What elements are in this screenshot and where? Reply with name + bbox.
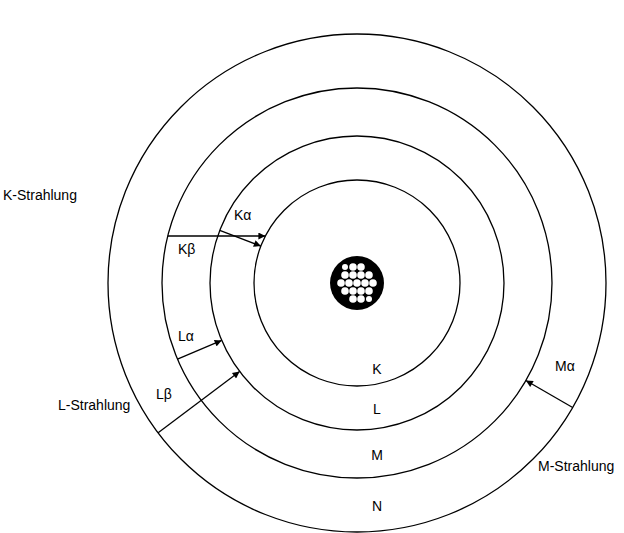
- transition-arrow: [220, 230, 261, 246]
- nucleon: [365, 271, 373, 279]
- label-holder: L-Strahlung: [58, 397, 130, 414]
- shell-letter: K: [372, 361, 381, 378]
- electron-shell: NMLK: [107, 33, 607, 533]
- nucleon: [349, 271, 357, 279]
- shell-circle: [254, 180, 460, 386]
- label-holder: Lα: [178, 328, 194, 345]
- nucleon: [337, 279, 345, 287]
- shell-outline: [253, 179, 461, 387]
- nucleon: [366, 296, 372, 302]
- shell-letter: M: [371, 447, 383, 464]
- nucleus-body: [330, 256, 384, 310]
- nucleon: [341, 287, 349, 295]
- label-holder: Mα: [555, 358, 575, 375]
- label-holder: K-Strahlung: [3, 187, 77, 204]
- transition-arrow: [168, 235, 266, 236]
- shell-letter: N: [372, 498, 382, 515]
- electron-shell: K: [253, 179, 461, 387]
- transition-label: Mα: [555, 358, 575, 375]
- series-label: L-Strahlung: [58, 397, 130, 414]
- label-holder: Kβ: [178, 241, 195, 258]
- nucleons: [337, 263, 377, 303]
- series-label: M-Strahlung: [538, 458, 614, 475]
- electron-shell: MLK: [161, 87, 553, 479]
- transition-label: Kα: [234, 207, 251, 224]
- shell-letter: L: [373, 401, 381, 418]
- shell-circle: [108, 34, 606, 532]
- transition-label: Lβ: [156, 386, 172, 403]
- nucleon: [357, 295, 365, 303]
- transition-arrow: [158, 371, 239, 432]
- transition-label: Lα: [178, 328, 194, 345]
- nucleon: [349, 263, 357, 271]
- nucleon: [369, 279, 377, 287]
- nucleon: [349, 295, 357, 303]
- label-holder: M-Strahlung: [538, 458, 614, 475]
- shell-outline: [107, 33, 607, 533]
- nucleon: [357, 263, 365, 271]
- transition-arrow: [526, 381, 573, 408]
- nucleon: [357, 271, 365, 279]
- transition-label: Kβ: [178, 241, 195, 258]
- shell-circle: [210, 136, 504, 430]
- shell-outline: [161, 87, 553, 479]
- nucleon: [345, 279, 353, 287]
- nucleon: [342, 264, 348, 270]
- electron-shell: LK: [209, 135, 505, 431]
- nucleus: [330, 256, 384, 310]
- nucleon: [349, 287, 357, 295]
- label-holder: Lβ: [156, 386, 172, 403]
- nucleon: [341, 271, 349, 279]
- nucleon: [353, 279, 361, 287]
- nucleon: [365, 287, 373, 295]
- series-label: K-Strahlung: [3, 187, 77, 204]
- label-holder: Kα: [234, 207, 251, 224]
- nucleon: [361, 279, 369, 287]
- shell-circle: [162, 88, 552, 478]
- nucleon: [357, 287, 365, 295]
